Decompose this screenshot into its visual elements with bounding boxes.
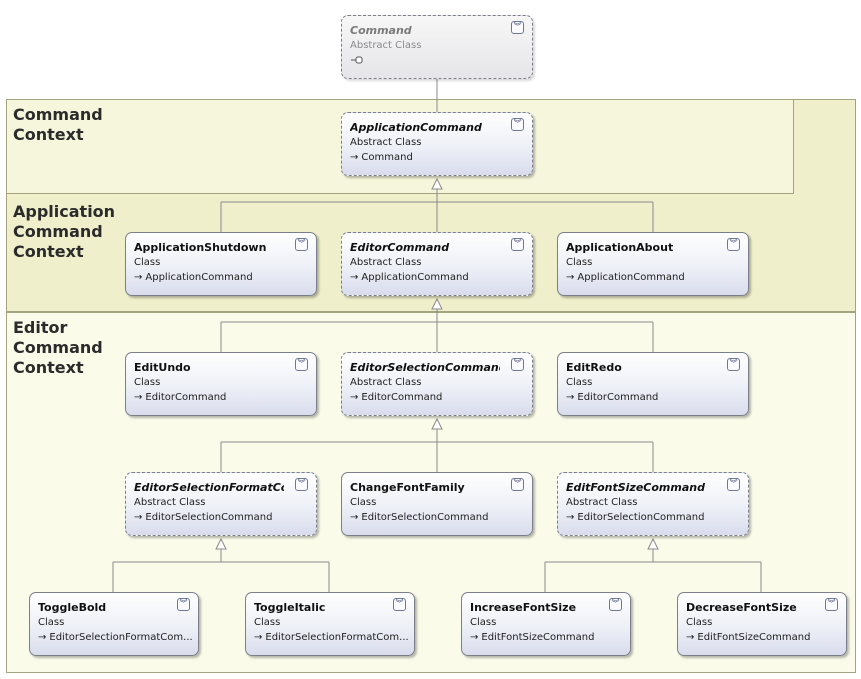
class-type: Class: [350, 497, 377, 508]
class-name: EditUndo: [134, 361, 191, 374]
editor-command-context-label: Editor Command Context: [13, 318, 103, 377]
class-parent: ApplicationCommand: [145, 272, 253, 283]
class-command[interactable]: Command ︾ Abstract Class: [341, 15, 533, 79]
class-name: EditorCommand: [350, 241, 450, 254]
inheritance-arrow-icon: →: [38, 632, 47, 643]
chevron-double-down-icon[interactable]: ︾: [177, 598, 190, 611]
class-toggle-italic[interactable]: ToggleItalic ︾ Class →EditorSelectionFor…: [245, 592, 415, 656]
chevron-double-down-icon[interactable]: ︾: [295, 478, 308, 491]
class-type: Abstract Class: [350, 40, 422, 51]
chevron-double-down-icon[interactable]: ︾: [511, 238, 524, 251]
class-type: Abstract Class: [134, 497, 206, 508]
class-increase-font-size[interactable]: IncreaseFontSize ︾ Class →EditFontSizeCo…: [461, 592, 631, 656]
inheritance-arrow-icon: →: [350, 272, 359, 283]
class-parent: ApplicationCommand: [577, 272, 685, 283]
inheritance-arrow-icon: →: [350, 392, 359, 403]
class-type: Class: [470, 617, 497, 628]
class-type: Class: [566, 257, 593, 268]
chevron-double-down-icon[interactable]: ︾: [609, 598, 622, 611]
class-name: EditorSelectionCommand: [350, 361, 500, 374]
class-name: ToggleBold: [38, 601, 107, 614]
class-type: Abstract Class: [350, 137, 422, 148]
class-toggle-bold[interactable]: ToggleBold ︾ Class →EditorSelectionForma…: [29, 592, 199, 656]
class-parent: EditFontSizeCommand: [481, 632, 595, 643]
interface-lollipop-icon: [351, 56, 363, 64]
class-type: Abstract Class: [350, 377, 422, 388]
class-parent: EditorCommand: [145, 392, 227, 403]
inheritance-arrow-icon: →: [566, 512, 575, 523]
class-edit-font-size-command[interactable]: EditFontSizeCommand ︾ Abstract Class →Ed…: [557, 472, 749, 536]
chevron-double-down-icon[interactable]: ︾: [511, 21, 524, 34]
command-context-label: Command Context: [13, 105, 103, 144]
class-parent: EditorSelectionCommand: [145, 512, 273, 523]
class-name: ApplicationCommand: [350, 121, 482, 134]
class-name: ApplicationAbout: [566, 241, 674, 254]
class-type: Class: [134, 257, 161, 268]
class-name: ToggleItalic: [254, 601, 326, 614]
class-editor-selection-command[interactable]: EditorSelectionCommand ︾ Abstract Class …: [341, 352, 533, 416]
class-application-shutdown[interactable]: ApplicationShutdown ︾ Class →Application…: [125, 232, 317, 296]
class-name: EditorSelectionFormatCom...: [134, 481, 284, 494]
class-name: IncreaseFontSize: [470, 601, 577, 614]
class-type: Abstract Class: [566, 497, 638, 508]
chevron-double-down-icon[interactable]: ︾: [295, 238, 308, 251]
class-parent: ApplicationCommand: [361, 272, 469, 283]
class-name: ApplicationShutdown: [134, 241, 267, 254]
chevron-double-down-icon[interactable]: ︾: [825, 598, 838, 611]
class-parent: Command: [361, 152, 413, 163]
chevron-double-down-icon[interactable]: ︾: [511, 118, 524, 131]
class-type: Class: [38, 617, 65, 628]
class-editor-selection-format-command[interactable]: EditorSelectionFormatCom... ︾ Abstract C…: [125, 472, 317, 536]
class-parent: EditFontSizeCommand: [697, 632, 811, 643]
application-command-context-label: Application Command Context: [13, 202, 116, 261]
inheritance-arrow-icon: →: [470, 632, 479, 643]
inheritance-arrow-icon: →: [686, 632, 695, 643]
class-change-font-family[interactable]: ChangeFontFamily ︾ Class →EditorSelectio…: [341, 472, 533, 536]
class-parent: EditorCommand: [577, 392, 659, 403]
class-name: EditRedo: [566, 361, 622, 374]
class-edit-undo[interactable]: EditUndo ︾ Class →EditorCommand: [125, 352, 317, 416]
class-type: Abstract Class: [350, 257, 422, 268]
inheritance-arrow-icon: →: [350, 512, 359, 523]
class-type: Class: [254, 617, 281, 628]
chevron-double-down-icon[interactable]: ︾: [295, 358, 308, 371]
class-name: ChangeFontFamily: [350, 481, 465, 494]
chevron-double-down-icon[interactable]: ︾: [727, 478, 740, 491]
inheritance-arrow-icon: →: [134, 392, 143, 403]
inheritance-arrow-icon: →: [566, 272, 575, 283]
class-decrease-font-size[interactable]: DecreaseFontSize ︾ Class →EditFontSizeCo…: [677, 592, 847, 656]
class-parent: EditorSelectionCommand: [577, 512, 705, 523]
class-parent: EditorCommand: [361, 392, 443, 403]
chevron-double-down-icon[interactable]: ︾: [511, 478, 524, 491]
class-type: Class: [686, 617, 713, 628]
class-editor-command[interactable]: EditorCommand ︾ Abstract Class →Applicat…: [341, 232, 533, 296]
inheritance-arrow-icon: →: [254, 632, 263, 643]
inheritance-arrow-icon: →: [134, 512, 143, 523]
class-name: EditFontSizeCommand: [566, 481, 705, 494]
class-parent: EditorSelectionFormatCom...: [265, 632, 409, 643]
inheritance-arrow-icon: →: [134, 272, 143, 283]
chevron-double-down-icon[interactable]: ︾: [511, 358, 524, 371]
class-application-command[interactable]: ApplicationCommand ︾ Abstract Class →Com…: [341, 112, 533, 176]
chevron-double-down-icon[interactable]: ︾: [727, 358, 740, 371]
class-parent: EditorSelectionCommand: [361, 512, 489, 523]
chevron-double-down-icon[interactable]: ︾: [727, 238, 740, 251]
class-type: Class: [134, 377, 161, 388]
class-name: Command: [350, 24, 412, 37]
class-parent: EditorSelectionFormatCom...: [49, 632, 193, 643]
inheritance-arrow-icon: →: [566, 392, 575, 403]
class-type: Class: [566, 377, 593, 388]
inheritance-arrow-icon: →: [350, 152, 359, 163]
class-edit-redo[interactable]: EditRedo ︾ Class →EditorCommand: [557, 352, 749, 416]
class-application-about[interactable]: ApplicationAbout ︾ Class →ApplicationCom…: [557, 232, 749, 296]
chevron-double-down-icon[interactable]: ︾: [393, 598, 406, 611]
class-name: DecreaseFontSize: [686, 601, 797, 614]
